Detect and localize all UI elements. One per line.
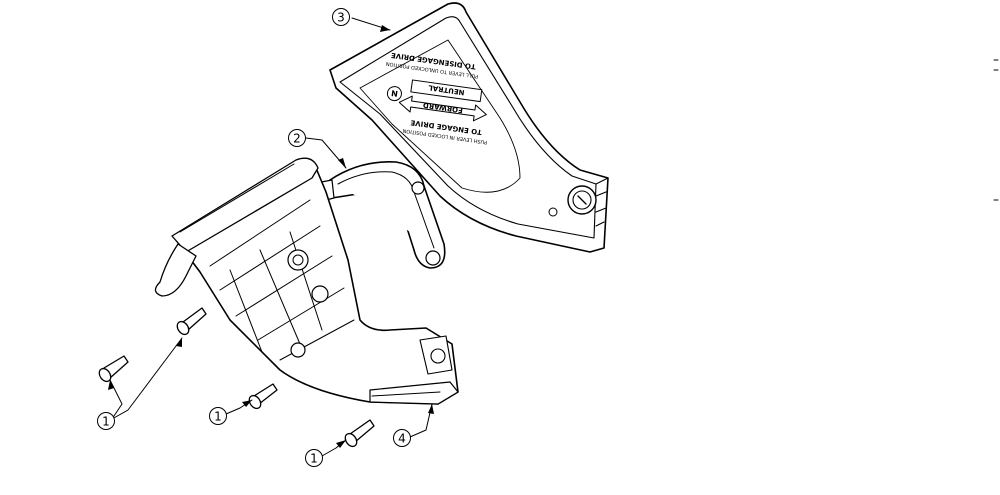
callout-3-label: 3 [337,11,345,25]
edge-marks [993,59,999,201]
neutral-bar [410,79,483,103]
callout-1-c-label: 1 [310,452,318,466]
callout-4-label: 4 [398,432,406,446]
callout-1-c: 1 [305,449,323,467]
bolt-upper [176,307,207,336]
callout-1-a: 1 [97,412,115,430]
callout-3: 3 [332,8,350,26]
leader-arrowheads [108,25,434,448]
bolt-lower [344,419,375,448]
bolt-middle [248,383,278,410]
callout-2-label: 2 [293,132,301,146]
part-3-cover-plate [329,2,609,253]
callout-2: 2 [288,129,306,147]
callout-1-b: 1 [209,407,227,425]
callout-1-b-label: 1 [214,410,222,424]
forward-arrow-icon [398,95,487,122]
bolt-left [98,355,129,383]
part-4-housing [154,157,459,405]
neutral-symbol: N [391,88,399,98]
callout-1-a-label: 1 [102,415,110,429]
callout-4: 4 [393,429,411,447]
